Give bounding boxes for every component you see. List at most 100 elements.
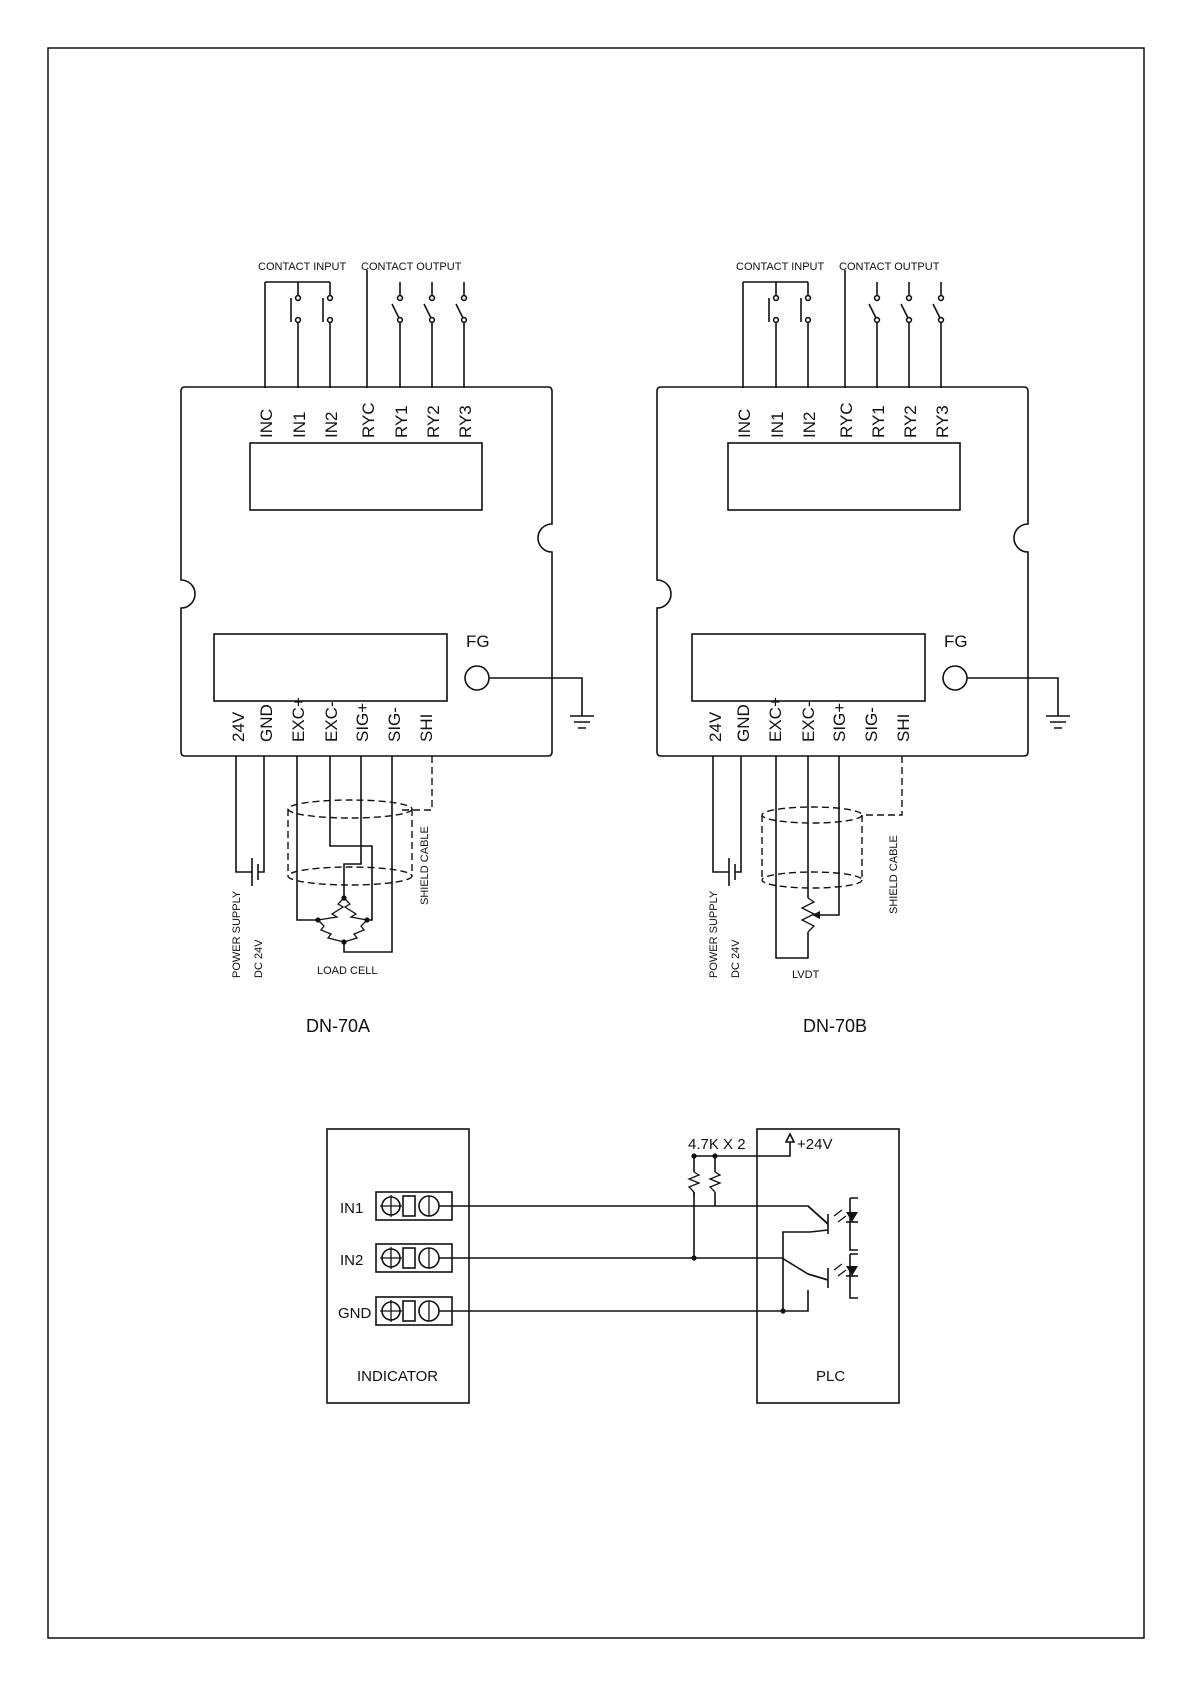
terminal-inc: INC — [735, 409, 754, 438]
dn-70a-diagram: CONTACT INPUT CONTACT OUTPUT INC IN1 IN2 — [180, 261, 594, 1036]
fg-terminal — [942, 665, 968, 691]
top-terminal-block — [249, 442, 483, 511]
shield-wire — [862, 756, 903, 816]
top-terminal-block — [727, 442, 961, 511]
in2-contact-top — [326, 294, 334, 302]
terminal-ry1: RY1 — [869, 405, 888, 438]
in1-contact-bottom — [772, 316, 780, 324]
contact-input-label: CONTACT INPUT — [258, 261, 346, 273]
load-cell-label: LOAD CELL — [317, 965, 378, 977]
terminal-in1-label: IN1 — [340, 1200, 363, 1217]
contact-input-label: CONTACT INPUT — [736, 261, 824, 273]
battery-icon — [251, 858, 259, 886]
top-terminal-labels: INC IN1 IN2 RYC RY1 RY2 RY3 — [257, 402, 475, 438]
optocoupler-1 — [807, 1197, 858, 1251]
optocoupler-2 — [807, 1253, 858, 1299]
terminal-in1: IN1 — [290, 412, 309, 438]
resistor-leads — [693, 1156, 716, 1196]
inc-bus — [742, 281, 809, 388]
plc-label: PLC — [816, 1368, 845, 1385]
terminal-sig-minus: SIG- — [862, 707, 881, 742]
bottom-terminal-block — [691, 633, 926, 702]
exc-plus-wire — [296, 756, 318, 921]
load-cell-bridge — [315, 895, 370, 945]
terminal-in1: IN1 — [768, 412, 787, 438]
relay-contacts — [391, 282, 468, 388]
ground-symbol — [489, 677, 594, 729]
dc-24v-label: DC 24V — [730, 939, 742, 978]
terminal-board-outline — [180, 386, 553, 757]
junction-dot — [691, 1255, 697, 1261]
supply-arrow-icon — [784, 1132, 796, 1143]
terminal-24v: 24V — [706, 711, 725, 742]
inc-bus — [264, 281, 331, 388]
terminal-ry2: RY2 — [424, 405, 443, 438]
in1-contact-top — [772, 294, 780, 302]
gnd-line — [439, 1231, 810, 1312]
shield-cable-bottom — [761, 871, 863, 889]
terminal-shi: SHI — [894, 714, 913, 742]
shield-cable-label: SHIELD CABLE — [419, 826, 431, 905]
terminal-sig-plus: SIG+ — [353, 703, 372, 742]
relay-contacts — [868, 282, 945, 388]
power-supply-label: POWER SUPPLY — [708, 890, 720, 978]
in1-contact-bottom — [294, 316, 302, 324]
terminal-ry3: RY3 — [933, 405, 952, 438]
shield-cable-top — [287, 799, 413, 819]
fg-label: FG — [944, 632, 968, 651]
fg-terminal — [464, 665, 490, 691]
power-wires — [235, 756, 265, 873]
top-terminal-labels: INC IN1 IN2 RYC RY1 RY2 RY3 — [735, 402, 952, 438]
in2-contact-bottom — [326, 316, 334, 324]
terminal-ry3: RY3 — [456, 405, 475, 438]
shield-cable-top — [761, 806, 863, 824]
exc-plus-wire — [775, 756, 809, 959]
exc-minus-wire — [329, 756, 373, 921]
terminal-gnd: GND — [257, 704, 276, 742]
bottom-terminal-labels: 24V GND EXC+ EXC- SIG+ SIG- SHI — [706, 697, 913, 742]
terminal-24v: 24V — [229, 711, 248, 742]
contact-output-label: CONTACT OUTPUT — [839, 261, 940, 273]
dn-70b-diagram: CONTACT INPUT CONTACT OUTPUT INC IN1 IN2… — [656, 261, 1070, 1036]
terminal-inc: INC — [257, 409, 276, 438]
power-supply-label: POWER SUPPLY — [231, 890, 243, 978]
in2-contact-bottom — [804, 316, 812, 324]
junction-dot — [780, 1308, 786, 1314]
terminal-shi: SHI — [417, 714, 436, 742]
terminal-exc-plus: EXC+ — [289, 697, 308, 742]
wiper-arrow — [812, 911, 820, 919]
terminal-in2: IN2 — [322, 412, 341, 438]
shield-cable-sides — [761, 815, 863, 880]
resistor-1 — [687, 1171, 701, 1193]
shield-cable-sides — [287, 809, 413, 876]
terminal-board-outline — [656, 386, 1029, 757]
indicator-label: INDICATOR — [357, 1368, 438, 1385]
terminal-ryc: RYC — [837, 402, 856, 438]
model-title: DN-70B — [803, 1016, 867, 1036]
model-title: DN-70A — [306, 1016, 370, 1036]
in2-contact-top — [804, 294, 812, 302]
sig-plus-wire — [343, 756, 362, 898]
plc-box — [756, 1128, 900, 1404]
shield-wire — [398, 756, 433, 811]
shield-cable-label: SHIELD CABLE — [888, 835, 900, 914]
resistor-2 — [708, 1171, 722, 1193]
ground-symbol — [967, 677, 1070, 729]
terminal-exc-minus: EXC- — [322, 701, 341, 742]
contact-output-label: CONTACT OUTPUT — [361, 261, 462, 273]
terminal-sig-minus: SIG- — [385, 707, 404, 742]
terminal-sig-plus: SIG+ — [830, 703, 849, 742]
bottom-terminal-block — [213, 633, 448, 702]
resistor-label: 4.7K X 2 — [688, 1136, 746, 1153]
terminal-ry2: RY2 — [901, 405, 920, 438]
bottom-terminal-labels: 24V GND EXC+ EXC- SIG+ SIG- SHI — [229, 697, 436, 742]
terminal-gnd-label: GND — [338, 1305, 372, 1322]
in1-contact-top — [294, 294, 302, 302]
plc-wiring-diagram: INDICATOR PLC IN1 IN2 GND — [326, 1128, 900, 1404]
supply-label: +24V — [797, 1136, 832, 1153]
terminal-in2-label: IN2 — [340, 1252, 363, 1269]
lvdt-label: LVDT — [792, 969, 820, 981]
sig-plus-wire — [818, 756, 840, 916]
terminal-exc-plus: EXC+ — [766, 697, 785, 742]
